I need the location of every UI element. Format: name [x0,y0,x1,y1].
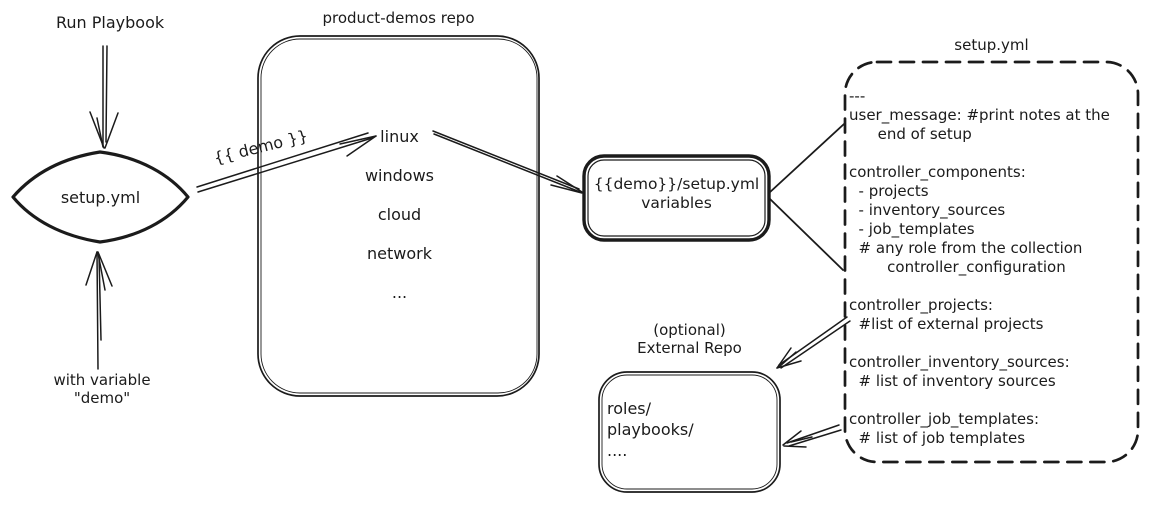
yaml-line [849,334,1110,353]
yaml-line: end of setup [849,125,972,143]
product-demos-title: product-demos repo [322,9,475,27]
setup-diamond [11,150,190,244]
setup-yml-dashed-box [843,60,1140,464]
with-variable-arrow [85,251,113,370]
yaml-line: # any role from the collection [849,239,1083,257]
yaml-line [849,277,1110,296]
linux-to-variables-arrow [432,130,583,194]
with-variable-line1: with variable [53,371,151,389]
repo-item-list: linux windows cloud network ... [329,117,470,312]
external-repo-ellipsis: .... [607,441,628,460]
repo-item-windows: windows [364,166,435,185]
external-repo-optional: (optional) [653,321,726,339]
yaml-line: - inventory_sources [849,201,1006,219]
with-variable-line2: "demo" [73,389,131,407]
templates-to-external-arrow [782,424,842,448]
variables-box [582,154,771,242]
yaml-line: # list of job templates [849,429,1026,447]
variables-box-label: {{demo}}/setup.yml variables [584,175,769,213]
demo-edge-arrow [196,132,377,193]
external-repo-label: (optional) External Repo [599,321,780,357]
yaml-line: - job_templates [849,220,975,238]
run-playbook-label: Run Playbook [56,13,165,32]
repo-item-linux: linux [380,127,419,146]
yaml-line: #list of external projects [849,315,1044,333]
variables-box-line1: {{demo}}/setup.yml [593,175,760,193]
yaml-line: controller_components: [849,163,1026,181]
projects-to-external-arrow [776,316,851,369]
yaml-line: --- [849,87,866,105]
yaml-line: controller_configuration [849,258,1066,276]
setup-yml-content: --- user_message: #print notes at the en… [849,87,1110,448]
repo-item-cloud: cloud [377,205,422,224]
variables-box-line2: variables [641,194,712,212]
repo-item-ellipsis: ... [391,283,408,302]
variables-to-setupyml-lines [768,123,845,271]
yaml-line: user_message: #print notes at the [849,106,1110,124]
repo-item-network: network [367,244,432,263]
product-demos-box [257,35,540,397]
external-repo-box [598,371,781,493]
setup-yml-title: setup.yml [954,36,1029,54]
external-repo-roles: roles/ [607,399,652,418]
external-repo-name: External Repo [637,339,742,357]
yaml-line: controller_inventory_sources: [849,353,1070,371]
setup-diamond-label: setup.yml [60,188,141,207]
yaml-line: # list of inventory sources [849,372,1056,390]
yaml-line [849,391,1110,410]
with-variable-label: with variable "demo" [26,371,178,407]
yaml-line [849,144,1110,163]
external-repo-content: roles/ playbooks/ .... [607,398,694,461]
external-repo-playbooks: playbooks/ [607,420,694,439]
run-playbook-arrow [89,45,119,149]
yaml-line: controller_projects: [849,296,993,314]
yaml-line: - projects [849,182,929,200]
yaml-line: controller_job_templates: [849,410,1040,428]
